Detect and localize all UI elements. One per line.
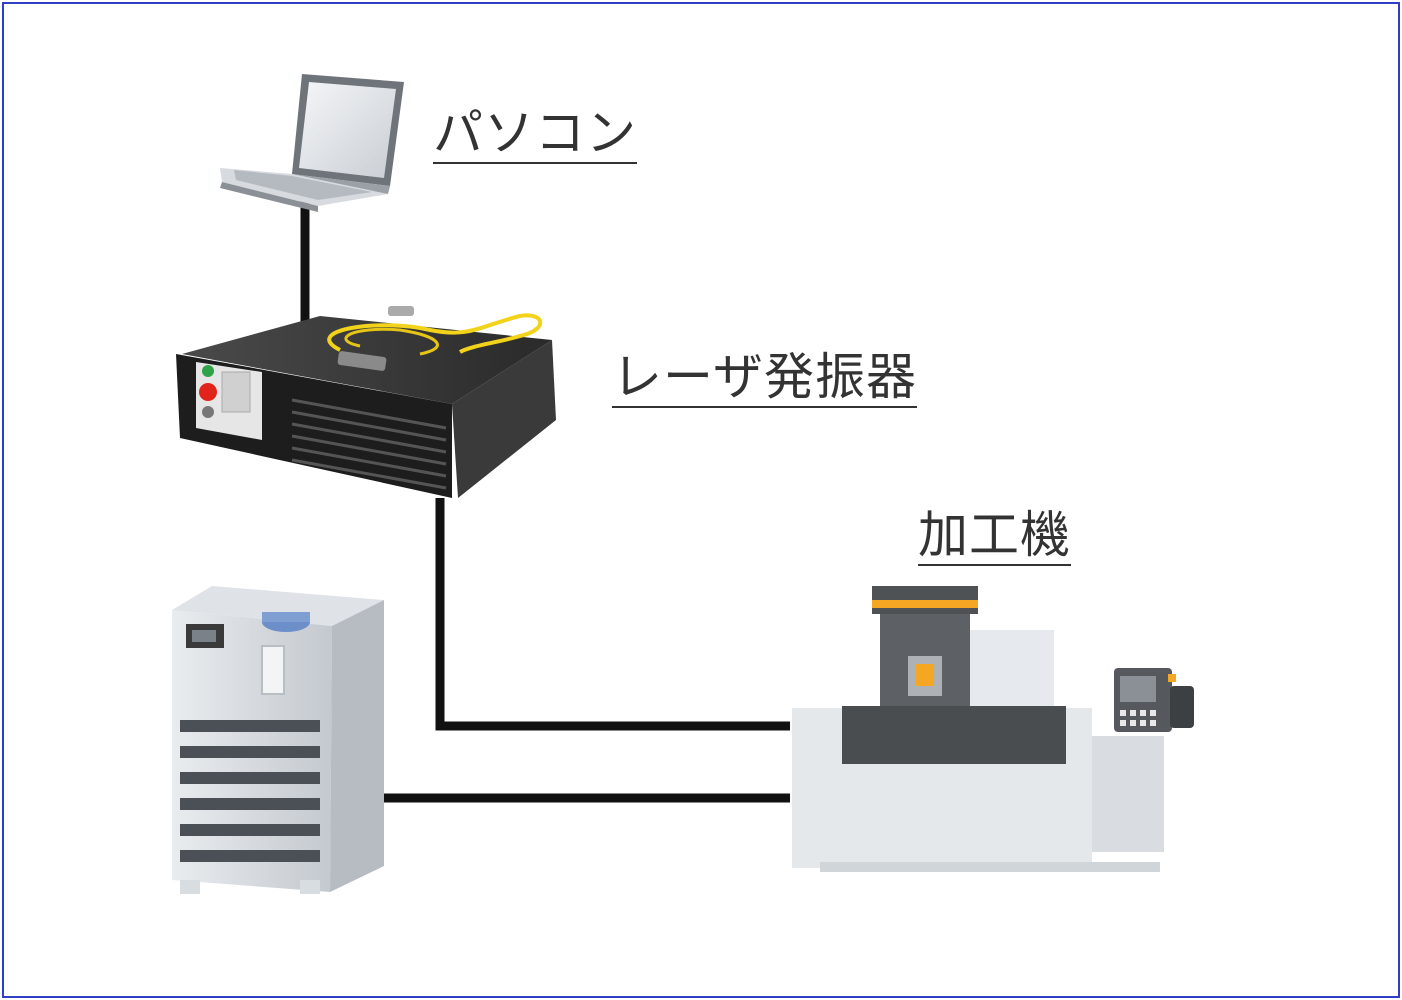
- cable-laser-machine: [435, 498, 790, 731]
- label-pc: パソコン: [433, 104, 637, 164]
- label-laser-oscillator: レーザ発振器: [612, 348, 917, 408]
- chiller-unit-icon: [172, 586, 384, 894]
- processing-machine-icon: [792, 586, 1194, 872]
- label-processing-machine: 加工機: [918, 506, 1071, 566]
- laser-oscillator-icon: [176, 306, 556, 498]
- laptop-icon: [220, 74, 404, 212]
